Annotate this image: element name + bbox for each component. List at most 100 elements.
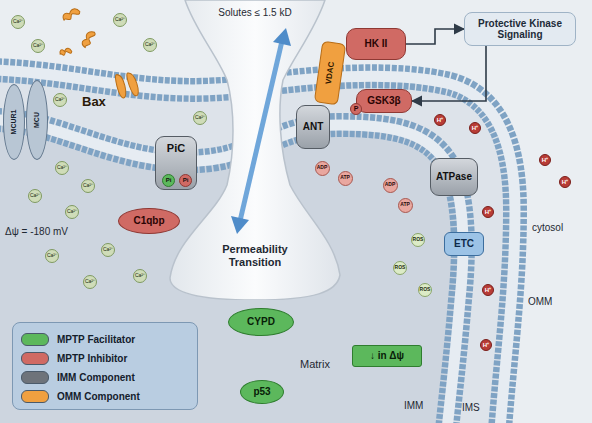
- proton-ion: H⁺: [469, 122, 481, 134]
- legend-text: OMM Component: [57, 391, 140, 402]
- flux-arrow: [240, 41, 282, 221]
- proton-ion: H⁺: [559, 176, 571, 188]
- ros-circle: ROS: [411, 233, 425, 247]
- node-text: GSK3β: [367, 95, 400, 107]
- calcium-ion: Ca²⁺: [31, 39, 45, 53]
- calcium-ion: Ca²⁺: [28, 189, 42, 203]
- calcium-ion: Ca²⁺: [133, 269, 147, 283]
- node-text: H⁺: [485, 287, 491, 294]
- node-text: Ca²⁺: [13, 19, 23, 25]
- bax-shape: [81, 29, 97, 48]
- ros-circle: ROS: [418, 283, 432, 297]
- node-text: Pi: [166, 177, 172, 184]
- signal-arrow: [412, 46, 486, 101]
- legend-panel: MPTP FacilitatorMPTP InhibitorIMM Compon…: [12, 322, 198, 410]
- node-text: ROS: [420, 287, 431, 293]
- node-text: ATP: [400, 202, 410, 208]
- phosphate-circle: Pi: [162, 174, 175, 187]
- calcium-ion: Ca²⁺: [45, 249, 59, 263]
- node-text: Ca²⁺: [83, 183, 93, 189]
- legend-row: MPTP Inhibitor: [21, 351, 127, 365]
- calcium-ion: Ca²⁺: [83, 275, 97, 289]
- node-text: Ca²⁺: [145, 42, 155, 48]
- proton-ion: H⁺: [482, 206, 494, 218]
- node-text: Ca²⁺: [57, 165, 67, 171]
- node-text: ↓ in Δψ: [370, 350, 404, 362]
- node-text: Solutes ≤ 1.5 kD: [165, 7, 345, 19]
- node-text: ROS: [413, 237, 424, 243]
- bax-inserted: [115, 74, 127, 99]
- node-text: H⁺: [485, 209, 491, 216]
- node-text: ROS: [395, 265, 406, 271]
- pic-carrier: PiC Pi Pi: [155, 136, 197, 190]
- ant-carrier: ANT: [296, 105, 330, 149]
- membrane-label: OMM: [528, 296, 552, 307]
- calcium-ion: Ca²⁺: [193, 111, 207, 125]
- legend-swatch: [21, 390, 49, 403]
- cypd-oval: CYPD: [228, 308, 294, 336]
- arrow-head: [273, 28, 291, 46]
- phosphate-circle: Pi: [179, 174, 192, 187]
- mcu-oval: MCU: [26, 80, 48, 160]
- calcium-ion: Ca²⁺: [81, 179, 95, 193]
- node-text: ANT: [303, 121, 324, 133]
- node-text: ETC: [454, 238, 474, 250]
- proton-ion: H⁺: [480, 339, 492, 351]
- signal-arrow: [406, 29, 464, 44]
- calcium-ion: Ca²⁺: [55, 161, 69, 175]
- legend-row: IMM Component: [21, 370, 135, 384]
- legend-row: MPTP Facilitator: [21, 332, 135, 346]
- phospho-circle: P: [350, 103, 362, 115]
- vdac-channel: VDAC: [314, 41, 346, 106]
- compartment-label: Matrix: [300, 358, 330, 370]
- calcium-ion: Ca²⁺: [11, 15, 25, 29]
- compartment-label: cytosol: [532, 222, 563, 233]
- bax-proteins: [59, 7, 139, 99]
- hexokinase-shape: HK II: [346, 28, 406, 60]
- node-text: P: [354, 105, 359, 113]
- bax-shape: [59, 47, 72, 56]
- potential-box: ↓ in Δψ: [352, 345, 422, 367]
- node-text: Ca²⁺: [47, 253, 57, 259]
- bax-inserted: [126, 72, 139, 97]
- bax-shape: [61, 7, 80, 23]
- node-text: PiC: [167, 142, 185, 155]
- node-text: Ca²⁺: [115, 17, 125, 23]
- node-text: ATPase: [436, 171, 472, 183]
- calcium-ion: Ca²⁺: [143, 38, 157, 52]
- signaling-box: Protective Kinase Signaling: [464, 12, 576, 46]
- potential-label: Δψ = -180 mV: [5, 226, 68, 237]
- legend-swatch: [21, 352, 49, 365]
- node-text: Ca²⁺: [195, 115, 205, 121]
- node-text: VDAC: [324, 61, 336, 85]
- node-text: Ca²⁺: [85, 279, 95, 285]
- ros-circle: ROS: [393, 261, 407, 275]
- node-text: H⁺: [483, 342, 489, 349]
- legend-swatch: [21, 371, 49, 384]
- legend-row: OMM Component: [21, 389, 140, 403]
- nucleotide-circle: ADP: [315, 161, 330, 176]
- calcium-ion: Ca²⁺: [53, 93, 67, 107]
- legend-text: IMM Component: [57, 372, 135, 383]
- node-text: MCU: [33, 112, 41, 128]
- gsk-shape: GSK3β: [356, 89, 412, 113]
- node-text: Ca²⁺: [33, 43, 43, 49]
- nucleotide-circle: ADP: [383, 178, 398, 193]
- node-text: CYPD: [247, 316, 275, 328]
- compartment-label: IMS: [462, 402, 480, 413]
- node-text: Ca²⁺: [30, 193, 40, 199]
- nucleotide-circle: ATP: [398, 198, 413, 213]
- nucleotide-circle: ATP: [338, 171, 353, 186]
- node-text: Pi: [183, 177, 189, 184]
- protein-label: Bax: [82, 95, 106, 109]
- legend-text: MPTP Inhibitor: [57, 353, 127, 364]
- node-text: Ca²⁺: [103, 247, 113, 253]
- node-text: Ca²⁺: [67, 209, 77, 215]
- node-text: H⁺: [472, 125, 478, 132]
- node-text: ADP: [385, 182, 396, 188]
- node-text: H⁺: [437, 117, 443, 124]
- legend-swatch: [21, 333, 49, 346]
